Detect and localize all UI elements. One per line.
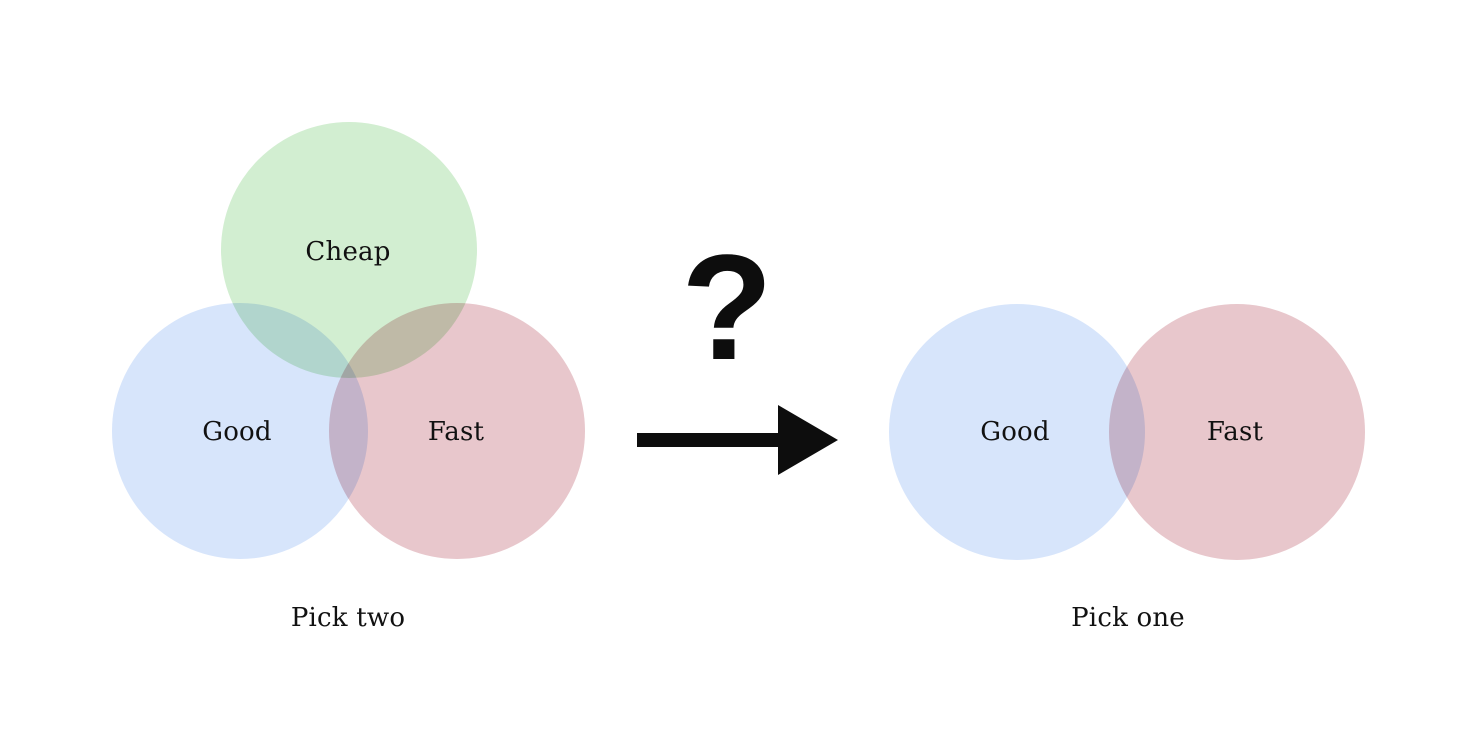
question-mark: ? xyxy=(681,223,773,391)
fast-label: Fast xyxy=(427,417,485,447)
good-label: Good xyxy=(202,417,272,447)
fast-circle-right xyxy=(1109,304,1365,560)
good-label-right: Good xyxy=(980,417,1050,447)
arrow-right-icon xyxy=(637,405,838,475)
pick-two-caption: Pick two xyxy=(290,603,406,633)
cheap-label: Cheap xyxy=(305,237,391,267)
arrow-shaft xyxy=(637,433,779,447)
fast-circle xyxy=(329,303,585,559)
arrow-head xyxy=(778,405,838,475)
pick-one-caption: Pick one xyxy=(1071,603,1185,633)
good-circle-right xyxy=(889,304,1145,560)
fast-label-right: Fast xyxy=(1206,417,1264,447)
good-circle xyxy=(112,303,368,559)
